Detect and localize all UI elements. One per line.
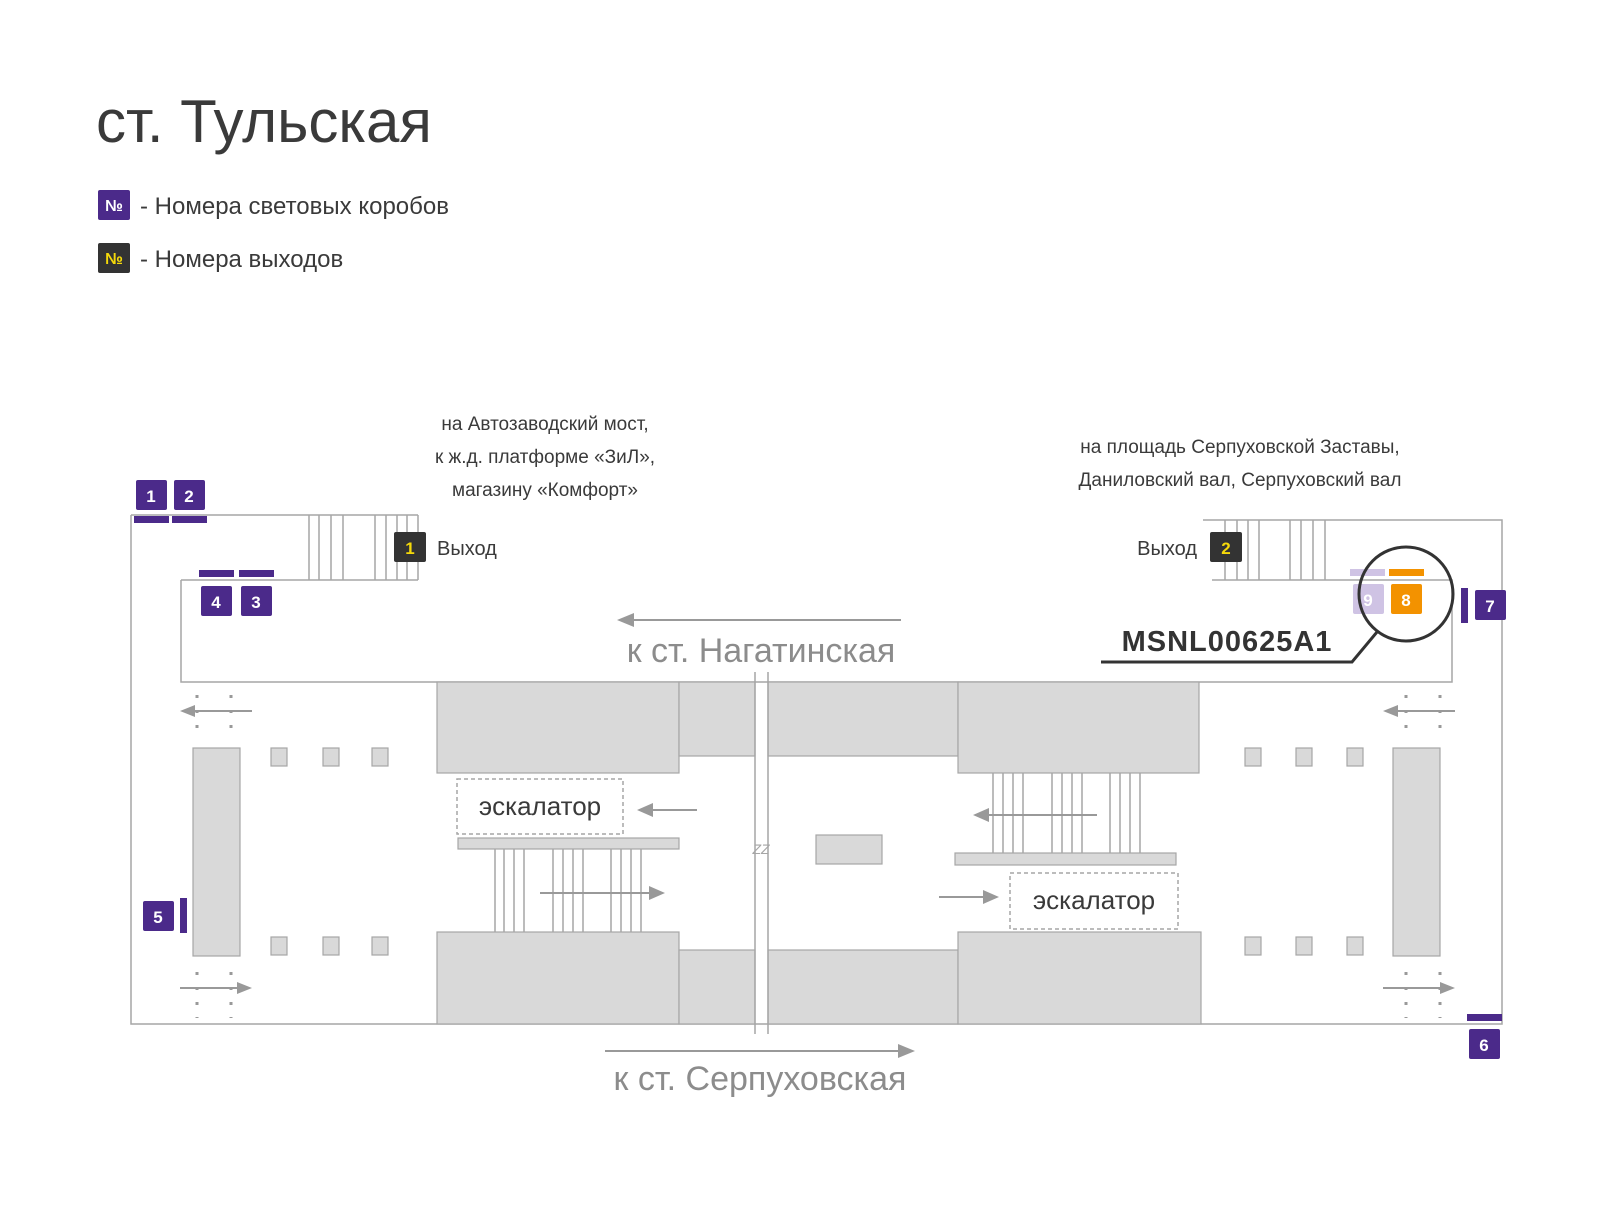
- lightbox-4-number: 4: [211, 593, 221, 612]
- escalator-right-steps: [992, 773, 1141, 853]
- lightbox-7: 7: [1461, 588, 1506, 623]
- structure-block: [678, 681, 756, 757]
- exit-2-label: Выход: [1137, 538, 1197, 560]
- column: [1244, 747, 1262, 767]
- column: [270, 936, 288, 956]
- column: [1346, 936, 1364, 956]
- structure-block: [436, 681, 680, 774]
- exit-1-destination: на Автозаводский мост, к ж.д. платформе …: [435, 414, 655, 501]
- platform-structures: [192, 681, 1441, 1025]
- structure-block: [767, 681, 959, 757]
- legend-lightbox-text: - Номера световых коробов: [140, 193, 449, 220]
- exit-2-badge: [1210, 532, 1242, 562]
- center-track: [754, 672, 769, 1034]
- exit-1-label: Выход: [437, 538, 497, 560]
- station-walls: [130, 514, 1503, 1025]
- structure-block: [957, 931, 1202, 1025]
- escalator-right-flow-arrowhead: [973, 808, 989, 822]
- pillar-long: [1392, 747, 1441, 957]
- lightbox-2: 2: [172, 480, 207, 523]
- structure-block: [767, 949, 959, 1025]
- exit-1-destination-line: на Автозаводский мост,: [441, 414, 648, 435]
- track-mark: ZZ: [751, 841, 770, 857]
- exit-1-destination-line: к ж.д. платформе «ЗиЛ»,: [435, 447, 655, 468]
- callout-circle: [1357, 545, 1455, 643]
- lightbox-8: 8: [1389, 569, 1424, 614]
- lightbox-3: 3: [239, 570, 274, 616]
- escalator-left-steps: [494, 849, 642, 932]
- exit-1-badge: [394, 532, 426, 562]
- legend: № - Номера световых коробов № - Номера в…: [98, 190, 449, 273]
- direction-south-label: к ст. Серпуховская: [614, 1060, 907, 1098]
- legend-lightbox-swatch: [98, 190, 130, 220]
- legend-exit-symbol: №: [105, 251, 123, 268]
- escalator-landing: [457, 837, 680, 850]
- column: [1295, 936, 1313, 956]
- escalator-landing: [954, 852, 1177, 866]
- structure-block: [957, 681, 1200, 774]
- callout-leader-line: [1101, 631, 1379, 664]
- direction-south-arrowhead: [898, 1044, 915, 1058]
- legend-lightbox-symbol: №: [105, 198, 123, 215]
- legend-exit-text: - Номера выходов: [140, 246, 343, 273]
- station-outline: [130, 514, 1503, 1025]
- lightbox-1-number: 1: [146, 487, 155, 506]
- escalator-left-arrowhead: [637, 803, 653, 817]
- escalator-right-label: эскалатор: [1033, 885, 1155, 915]
- structure-block: [815, 834, 883, 865]
- lightbox-5: 5: [143, 898, 187, 933]
- escalator-right-arrowhead: [983, 890, 999, 904]
- column: [1346, 747, 1364, 767]
- escalator-right-label-box: [1009, 872, 1179, 930]
- lightbox-8-number: 8: [1401, 591, 1410, 610]
- column: [1295, 747, 1313, 767]
- stairs-exit-2: [1224, 520, 1326, 580]
- column: [270, 747, 288, 767]
- exit-2-destination-line: на площадь Серпуховской Заставы,: [1080, 437, 1399, 458]
- column: [322, 936, 340, 956]
- lightbox-5-number: 5: [153, 908, 162, 927]
- escalator-left-label: эскалатор: [479, 791, 601, 821]
- side-passages: [180, 695, 1455, 1018]
- escalator-left-label-box: [456, 778, 624, 835]
- structure-block: [678, 949, 756, 1025]
- page-title: ст. Тульская: [96, 88, 432, 155]
- direction-north-arrowhead: [617, 613, 634, 627]
- column: [371, 747, 389, 767]
- exit-2-destination: на площадь Серпуховской Заставы, Данилов…: [1079, 437, 1402, 491]
- columns: [270, 747, 1364, 956]
- direction-north-label: к ст. Нагатинская: [627, 632, 896, 670]
- lightbox-1: 1: [134, 480, 169, 523]
- exit-1-destination-line: магазину «Комфорт»: [452, 480, 638, 501]
- callout: MSNL00625A1: [1101, 545, 1455, 664]
- lightbox-9: 9: [1350, 569, 1385, 614]
- column: [371, 936, 389, 956]
- callout-code: MSNL00625A1: [1122, 626, 1333, 658]
- lightbox-6-number: 6: [1479, 1036, 1488, 1055]
- escalator-left-flow-arrowhead: [649, 886, 665, 900]
- exit-2-number: 2: [1221, 539, 1230, 558]
- column: [322, 747, 340, 767]
- lightbox-6: 6: [1467, 1014, 1502, 1059]
- column: [1244, 936, 1262, 956]
- lightbox-7-number: 7: [1485, 597, 1494, 616]
- lightbox-2-number: 2: [184, 487, 193, 506]
- lightbox-3-number: 3: [251, 593, 260, 612]
- structure-block: [436, 931, 680, 1025]
- legend-exit-swatch: [98, 243, 130, 273]
- lightbox-9-number: 9: [1363, 591, 1372, 610]
- lightbox-4: 4: [199, 570, 234, 616]
- exit-1-number: 1: [405, 539, 414, 558]
- pillar-long: [192, 747, 241, 957]
- exit-2-destination-line: Даниловский вал, Серпуховский вал: [1079, 470, 1402, 491]
